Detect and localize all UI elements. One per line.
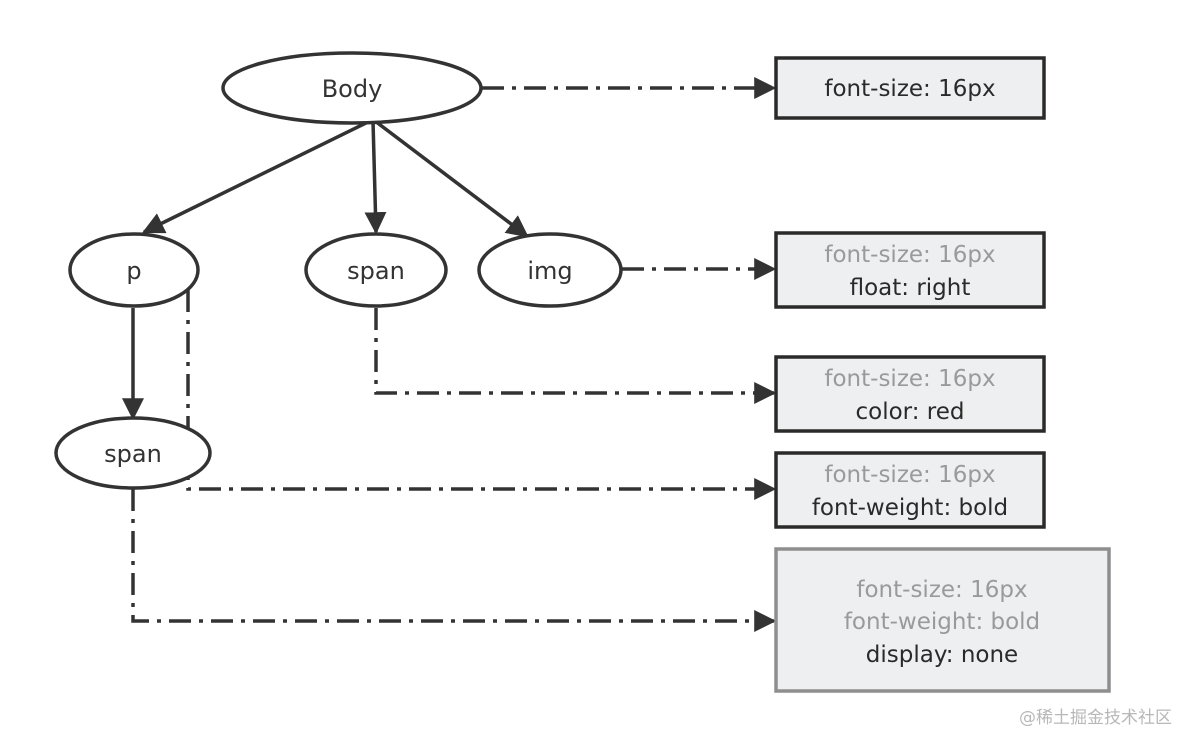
style-box-body: font-size: 16px bbox=[774, 56, 1046, 120]
node-p-label: p bbox=[126, 257, 141, 285]
node-nested-span-label: span bbox=[104, 440, 162, 468]
link-span2-styles bbox=[131, 489, 777, 632]
node-img: img bbox=[477, 232, 623, 308]
style-box-body-line1: font-size: 16px bbox=[824, 76, 995, 102]
style-box-img-line1: font-size: 16px bbox=[824, 242, 995, 268]
style-box-img-line2: float: right bbox=[850, 275, 971, 301]
edge-body-p bbox=[142, 119, 371, 234]
link-span-styles bbox=[374, 308, 777, 404]
style-box-span-line2: color: red bbox=[856, 399, 965, 425]
edge-body-img bbox=[373, 119, 529, 238]
watermark: @稀土掘金技术社区 bbox=[1019, 708, 1172, 728]
link-p-styles bbox=[186, 290, 777, 500]
node-body-label: Body bbox=[322, 75, 383, 103]
style-box-img: font-size: 16px float: right bbox=[774, 231, 1046, 309]
style-box-p-line2: font-weight: bold bbox=[812, 495, 1008, 521]
edge-body-span bbox=[364, 120, 387, 235]
node-span: span bbox=[304, 232, 448, 308]
style-box-span: font-size: 16px color: red bbox=[774, 355, 1046, 433]
style-box-nested-span-line2: font-weight: bold bbox=[844, 609, 1040, 635]
node-nested-span: span bbox=[54, 416, 212, 490]
node-img-label: img bbox=[527, 257, 572, 285]
node-body: Body bbox=[221, 51, 483, 125]
tree-edges bbox=[122, 119, 529, 421]
style-box-p: font-size: 16px font-weight: bold bbox=[774, 451, 1046, 529]
node-p: p bbox=[68, 232, 200, 308]
node-span-label: span bbox=[347, 257, 405, 285]
style-box-nested-span-line1: font-size: 16px bbox=[856, 577, 1027, 603]
style-box-nested-span: font-size: 16px font-weight: bold displa… bbox=[774, 547, 1111, 693]
style-links bbox=[131, 77, 777, 632]
style-box-span-line1: font-size: 16px bbox=[824, 366, 995, 392]
style-box-p-line1: font-size: 16px bbox=[824, 462, 995, 488]
style-box-nested-span-line3: display: none bbox=[866, 642, 1018, 668]
